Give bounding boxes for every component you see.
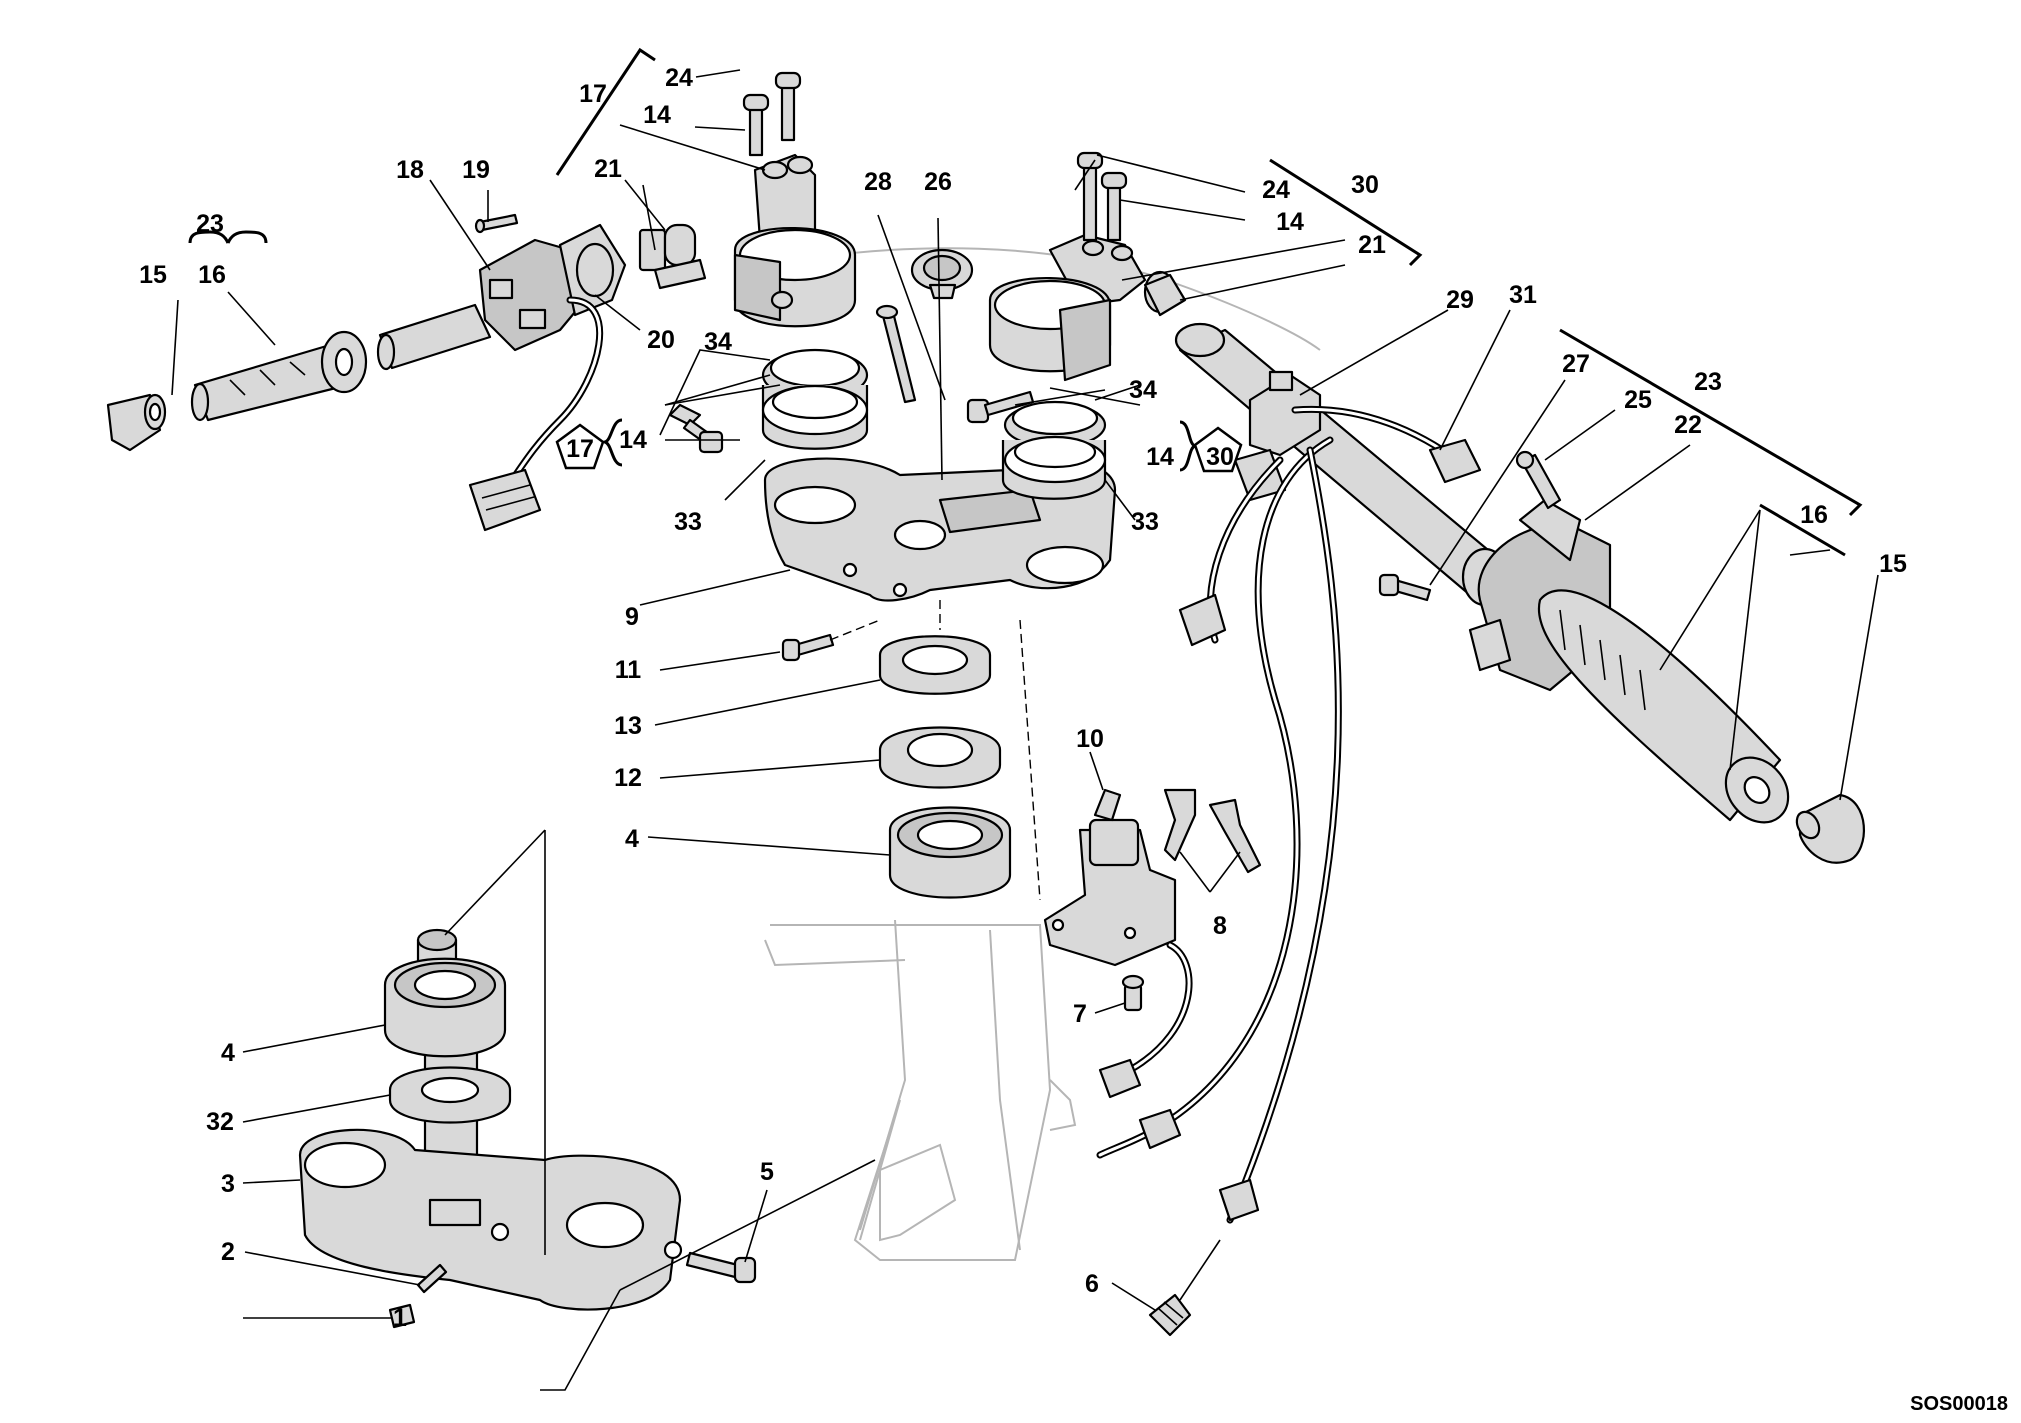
callout: 33 bbox=[674, 508, 702, 536]
leader-lines bbox=[171, 69, 1879, 1391]
callout: 11 bbox=[615, 656, 642, 684]
screw-7 bbox=[1121, 974, 1145, 1012]
bolt-11 bbox=[781, 633, 835, 662]
callout: 8 bbox=[1213, 912, 1227, 940]
callout: 27 bbox=[1562, 350, 1590, 378]
callout: 4 bbox=[221, 1039, 235, 1067]
assembly-axes bbox=[829, 600, 1041, 901]
pentagon-badge-30 bbox=[1193, 426, 1243, 473]
left-switch-housing bbox=[478, 223, 627, 352]
callout: 17 bbox=[566, 435, 594, 463]
callout: 12 bbox=[614, 764, 642, 792]
callout: 14 bbox=[643, 101, 671, 129]
screw-19 bbox=[474, 213, 519, 234]
pentagon-badge-17 bbox=[555, 423, 605, 470]
ignition-switch bbox=[1043, 788, 1193, 1099]
left-clip-on bbox=[733, 153, 857, 328]
ring-nut-13 bbox=[878, 635, 992, 695]
callout: 18 bbox=[396, 156, 424, 184]
right-grip-16 bbox=[1537, 589, 1790, 824]
callout: 4 bbox=[625, 825, 639, 853]
throttle-clamp-30 bbox=[1233, 370, 1322, 502]
callout: 23 bbox=[1694, 368, 1722, 396]
callout: 14 bbox=[1276, 208, 1304, 236]
left-grip bbox=[190, 330, 368, 422]
bolt-14-lower-left bbox=[668, 403, 724, 454]
callout: 14 bbox=[1146, 443, 1174, 471]
callout: 5 bbox=[760, 1158, 774, 1186]
lower-triple-clamp bbox=[298, 1128, 683, 1311]
callout: 16 bbox=[198, 261, 226, 289]
keys-8 bbox=[1163, 788, 1262, 874]
callout: 34 bbox=[704, 328, 732, 356]
callout: 21 bbox=[594, 155, 622, 183]
adjuster-spring-6 bbox=[1148, 1239, 1221, 1337]
left-switch-wire bbox=[468, 296, 604, 532]
right-bar-end-15 bbox=[1795, 793, 1866, 864]
callout: 20 bbox=[647, 326, 675, 354]
callout: 22 bbox=[1674, 411, 1702, 439]
spacer-21-right bbox=[1143, 270, 1187, 317]
callout: 30 bbox=[1351, 171, 1379, 199]
callout: 31 bbox=[1509, 281, 1537, 309]
washer-12 bbox=[878, 726, 1002, 789]
callout: 17 bbox=[579, 80, 607, 108]
callout-labels: 1 2 3 4 4 5 6 7 8 9 10 11 12 13 14 14 14… bbox=[139, 64, 1907, 1332]
left-throttle-tube bbox=[376, 303, 492, 371]
right-clip-on bbox=[988, 233, 1147, 382]
callout: 16 bbox=[1800, 501, 1828, 529]
callout: 3 bbox=[221, 1170, 235, 1198]
callout: 14 bbox=[619, 426, 647, 454]
bolts-14-24-left bbox=[742, 71, 802, 157]
washer-32 bbox=[388, 1066, 512, 1124]
bearing-4-upper bbox=[888, 806, 1012, 899]
left-bar-end-weight bbox=[106, 393, 167, 452]
callout: 15 bbox=[1879, 550, 1907, 578]
callout: 21 bbox=[1358, 231, 1386, 259]
callout: 24 bbox=[665, 64, 693, 92]
callout: 1 bbox=[393, 1304, 407, 1332]
callout: 23 bbox=[196, 210, 224, 238]
bolt-28 bbox=[875, 304, 917, 404]
screws-25-27 bbox=[1378, 450, 1562, 602]
callout: 19 bbox=[462, 156, 490, 184]
pin-2-nut-1 bbox=[388, 1263, 448, 1329]
bearing-4-lower bbox=[383, 957, 507, 1058]
right-clip-on-rings bbox=[1001, 400, 1107, 500]
callout: 30 bbox=[1206, 443, 1234, 471]
steering-cap-26 bbox=[910, 248, 974, 300]
callout: 7 bbox=[1073, 1000, 1087, 1028]
callout: 29 bbox=[1446, 286, 1474, 314]
callout: 28 bbox=[864, 168, 892, 196]
callout: 32 bbox=[206, 1108, 234, 1136]
callout: 13 bbox=[614, 712, 642, 740]
callout: 9 bbox=[625, 603, 639, 631]
callout: 10 bbox=[1076, 725, 1104, 753]
callout: 2 bbox=[221, 1238, 235, 1266]
callout: 15 bbox=[139, 261, 167, 289]
callout: 6 bbox=[1085, 1270, 1099, 1298]
callout: 24 bbox=[1262, 176, 1290, 204]
callout: 25 bbox=[1624, 386, 1652, 414]
callout: 34 bbox=[1129, 376, 1157, 404]
left-brake-lever-bolts bbox=[638, 223, 707, 290]
left-clip-on-rings bbox=[761, 348, 869, 450]
callout: 26 bbox=[924, 168, 952, 196]
bolt-5 bbox=[685, 1251, 757, 1284]
callout: 33 bbox=[1131, 508, 1159, 536]
throttle-cables bbox=[1096, 405, 1482, 1224]
bolts-14-24-right bbox=[1076, 151, 1128, 242]
drawing-code: SOS00018 bbox=[1910, 1393, 2008, 1415]
